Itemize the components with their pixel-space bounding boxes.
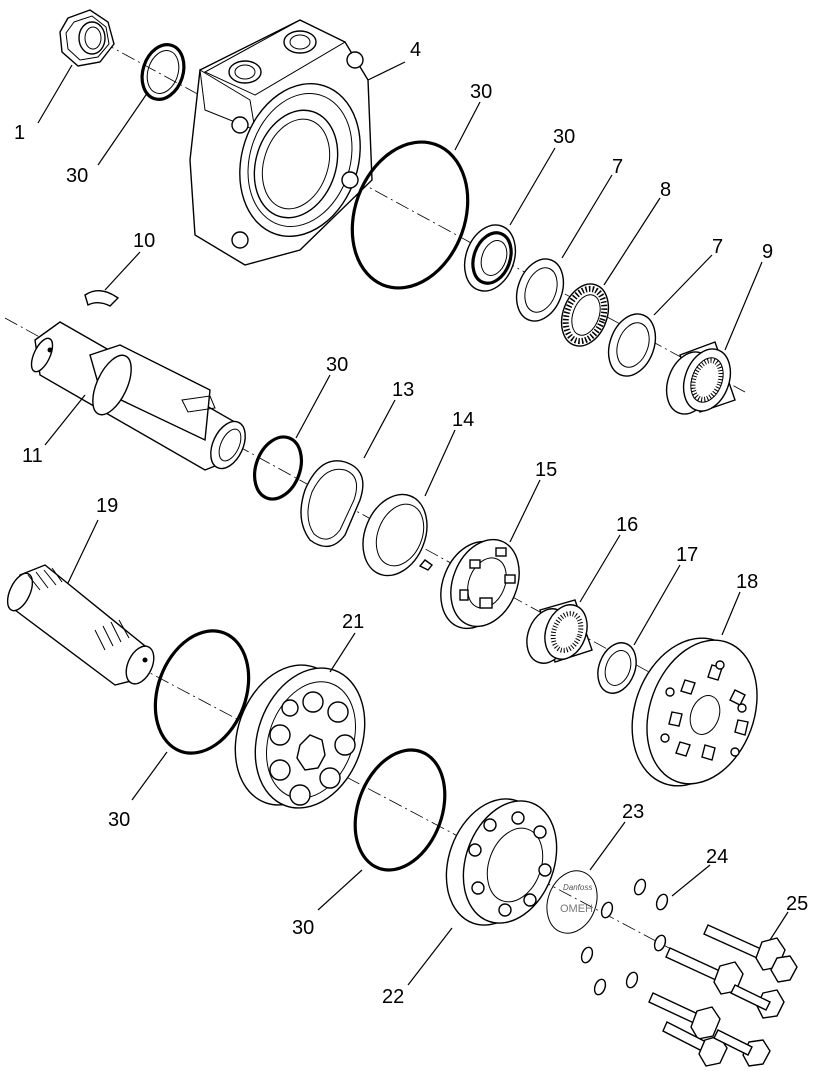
callout-30-a: 30 (66, 165, 88, 187)
callout-30-c: 30 (553, 126, 575, 148)
callout-21: 21 (342, 611, 364, 633)
callout-25: 25 (786, 893, 808, 915)
part-15-valve-ring (440, 538, 520, 630)
callout-30-d: 30 (326, 354, 348, 376)
part-24-washers (580, 878, 669, 996)
callout-10: 10 (133, 230, 155, 252)
callout-11: 11 (22, 445, 43, 467)
callout-1: 1 (14, 122, 25, 144)
callout-14: 14 (452, 409, 474, 431)
part-22-end-cover (445, 798, 558, 926)
leader-lines (37, 61, 789, 986)
callout-23: 23 (622, 801, 644, 823)
part-14-thrust-plate (362, 493, 434, 577)
part-4-housing (189, 19, 373, 266)
part-7-thrust-washer-b (607, 313, 657, 377)
callout-22: 22 (382, 986, 404, 1008)
callout-30-e: 30 (108, 809, 130, 831)
callout-19: 19 (96, 495, 118, 517)
part-30-o-ring-lower (353, 748, 447, 872)
part-8-needle-bearing (560, 283, 610, 347)
nameplate-model: OMEH (560, 903, 593, 915)
part-19-cardan-shaft (6, 564, 155, 686)
nameplate-brand: Danfoss (563, 883, 592, 892)
part-18-distributor-plate (631, 637, 758, 787)
part-30-o-ring-shaft (253, 435, 303, 501)
part-25-bolts (648, 924, 798, 1067)
callout-18: 18 (736, 571, 758, 593)
callout-24: 24 (706, 846, 728, 868)
part-30-o-ring-large (350, 140, 470, 290)
callout-7-a: 7 (612, 156, 623, 178)
part-11-output-shaft (30, 321, 246, 471)
callout-30-b: 30 (470, 81, 492, 103)
part-17-washer (597, 642, 637, 694)
part-9-needle-roller-bearing (665, 341, 736, 415)
callout-9: 9 (762, 241, 773, 263)
part-13-profile-seal (300, 460, 364, 548)
part-21-gerotor (234, 664, 366, 809)
part-30-o-ring-small (140, 43, 186, 101)
callout-13: 13 (392, 379, 414, 401)
part-7-thrust-washer-a (515, 258, 565, 322)
part-10-key (84, 290, 120, 307)
part-30-o-ring-lower-left (153, 629, 251, 755)
callout-16: 16 (616, 514, 638, 536)
part-1-hex-nut (59, 9, 115, 67)
part-23-nameplate: Danfoss OMEH (546, 870, 598, 934)
callout-7-b: 7 (712, 236, 723, 258)
callout-4: 4 (410, 39, 421, 61)
callout-15: 15 (535, 459, 557, 481)
callout-labels: 1 30 4 30 30 7 8 7 9 10 11 30 13 14 15 1… (14, 39, 808, 1008)
callout-30-f: 30 (292, 917, 314, 939)
part-16-bearing-sleeve (526, 599, 593, 664)
part-30-shaft-seal (463, 224, 517, 292)
callout-17: 17 (676, 544, 698, 566)
callout-8: 8 (660, 179, 671, 201)
